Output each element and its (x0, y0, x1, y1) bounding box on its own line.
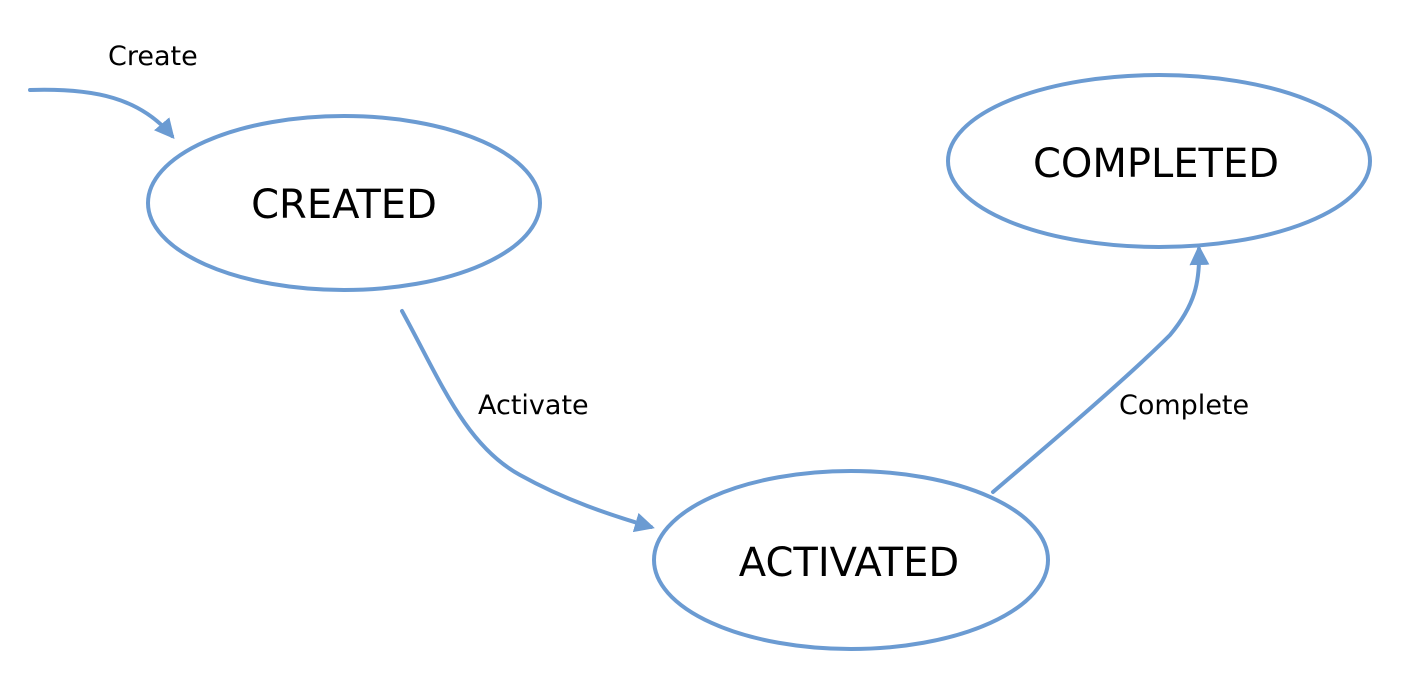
complete-arrow (991, 245, 1210, 494)
transition-complete: Complete (991, 245, 1249, 494)
activated-ellipse (652, 469, 1050, 651)
state-completed: COMPLETED (946, 73, 1372, 249)
create-arrow (28, 87, 175, 140)
created-ellipse (146, 114, 542, 292)
completed-ellipse (946, 73, 1372, 249)
created-label: CREATED (251, 182, 437, 228)
activate-arrow (400, 309, 655, 533)
transition-activate: Activate (400, 309, 655, 533)
complete-label: Complete (1119, 390, 1249, 421)
completed-label: COMPLETED (1033, 141, 1279, 187)
activate-label: Activate (478, 390, 589, 421)
state-created: CREATED (146, 114, 542, 292)
state-activated: ACTIVATED (652, 469, 1050, 651)
activated-label: ACTIVATED (739, 540, 959, 586)
transition-create: Create (28, 41, 198, 140)
create-label: Create (108, 41, 198, 72)
